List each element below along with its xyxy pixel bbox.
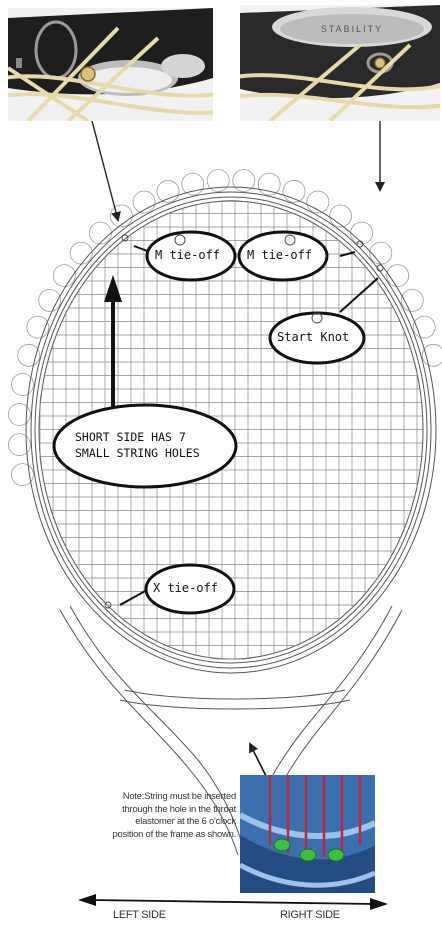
note-line-4: position of the frame as shown. <box>70 828 236 841</box>
grommet-bumper <box>11 464 33 486</box>
grommet-bumper <box>330 205 352 227</box>
grommet-bumper <box>89 222 111 244</box>
label-short-side-line2: SMALL STRING HOLES <box>75 446 200 460</box>
grommet-bumper <box>422 344 442 366</box>
grommet-bumper <box>70 242 92 264</box>
stability-logo-text: STABILITY <box>321 24 383 34</box>
photo-grommet-left <box>8 8 213 121</box>
photo-throat-elastomer <box>240 775 375 893</box>
throat-note: Note:String must be inserted through the… <box>70 790 236 840</box>
grommet-bumper <box>182 173 204 195</box>
label-start-knot: Start Knot <box>277 330 349 344</box>
grommet-bumper <box>53 265 75 287</box>
left-side-label: LEFT SIDE <box>113 909 166 921</box>
grommet-bumper <box>12 374 34 396</box>
label-x-tieoff: X tie-off <box>153 581 218 595</box>
grommet-bumper <box>370 242 392 264</box>
grommet-bumper <box>110 205 132 227</box>
grommet-bumper <box>351 222 373 244</box>
note-line-3: elastomer at the 6 o'clock <box>70 815 236 828</box>
label-m-tieoff-right: M tie-off <box>247 248 312 262</box>
note-line-2: through the hole in the throat <box>70 803 236 816</box>
note-line-1: Note:String must be inserted <box>70 790 236 803</box>
grommet-bumper <box>258 173 280 195</box>
label-short-side-line1: SHORT SIDE HAS 7 <box>75 430 186 444</box>
grommet-bumper <box>387 265 409 287</box>
side-double-arrow <box>78 894 388 910</box>
right-side-label: RIGHT SIDE <box>280 909 340 921</box>
photo-grommet-right: STABILITY <box>240 5 440 121</box>
label-m-tieoff-left: M tie-off <box>155 248 220 262</box>
short-side-arrow <box>104 275 122 410</box>
